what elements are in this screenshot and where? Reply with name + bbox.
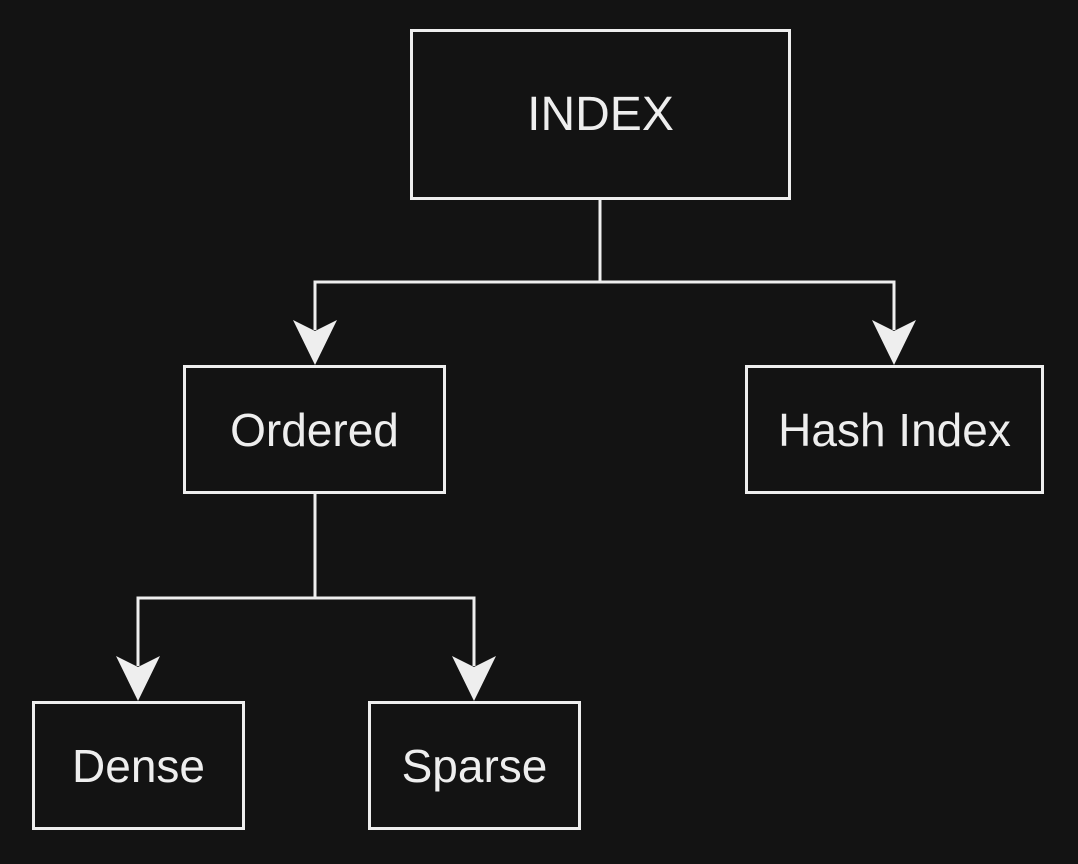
arrowhead-hash-index bbox=[872, 320, 916, 365]
node-dense-label: Dense bbox=[72, 739, 205, 792]
node-sparse-label: Sparse bbox=[401, 739, 548, 792]
edge-ordered-to-dense bbox=[136, 596, 315, 666]
node-dense: Dense bbox=[32, 701, 245, 830]
arrowhead-dense bbox=[116, 656, 160, 701]
edge-index-to-hash-index bbox=[600, 280, 896, 330]
node-hash-index-label: Hash Index bbox=[778, 403, 1011, 456]
node-index: INDEX bbox=[410, 29, 791, 200]
node-index-label: INDEX bbox=[527, 88, 674, 141]
node-ordered: Ordered bbox=[183, 365, 446, 494]
node-hash-index: Hash Index bbox=[745, 365, 1044, 494]
node-sparse: Sparse bbox=[368, 701, 581, 830]
edge-index-to-ordered bbox=[313, 280, 600, 330]
edge-ordered-to-sparse bbox=[315, 596, 476, 666]
arrowhead-ordered bbox=[293, 320, 337, 365]
arrowhead-sparse bbox=[452, 656, 496, 701]
node-ordered-label: Ordered bbox=[230, 403, 399, 456]
